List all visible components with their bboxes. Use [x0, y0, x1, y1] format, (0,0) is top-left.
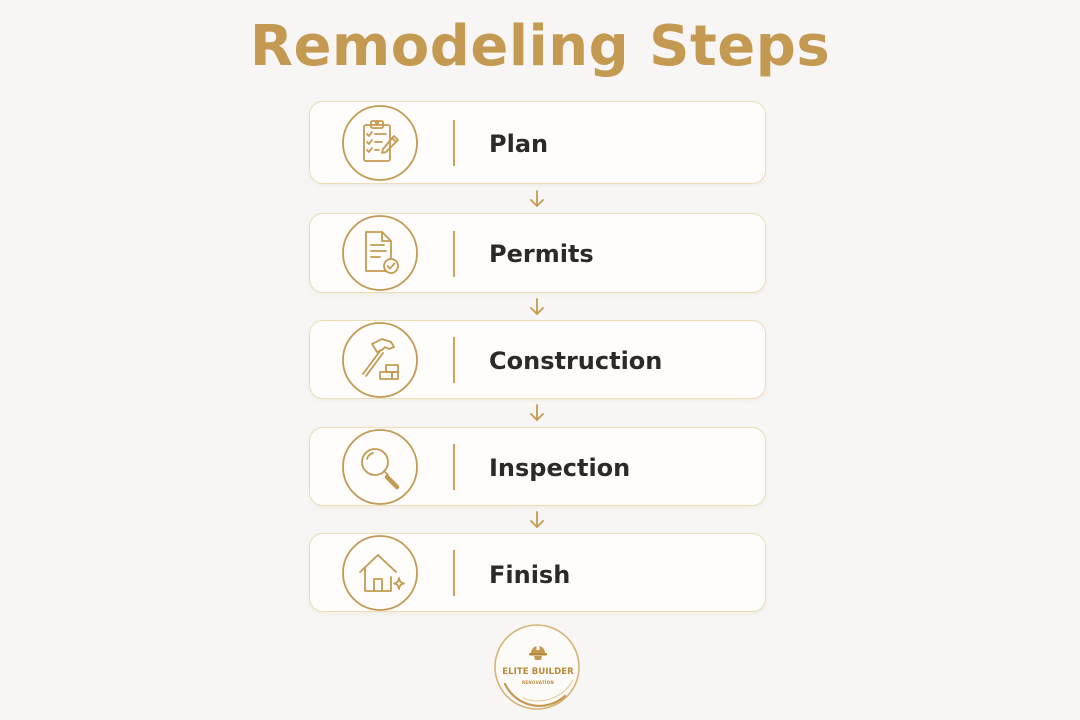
step-card-construction: Construction [309, 320, 766, 399]
step-card-inspection: Inspection [309, 427, 766, 506]
step-label-permits: Permits [489, 240, 594, 268]
arrow-down-icon [528, 403, 546, 423]
step-card-finish: Finish [309, 533, 766, 612]
step-label-construction: Construction [489, 347, 663, 375]
step-divider [453, 550, 455, 596]
step-divider [453, 120, 455, 166]
house-sparkle-icon [342, 535, 418, 611]
clipboard-checklist-icon [342, 105, 418, 181]
arrow-down-icon [528, 297, 546, 317]
arrow-down-icon [528, 510, 546, 530]
logo-name: ELITE BUILDER [502, 667, 574, 677]
step-label-plan: Plan [489, 130, 549, 158]
arrow-down-icon [528, 189, 546, 209]
step-divider [453, 337, 455, 383]
magnifying-glass-icon [342, 429, 418, 505]
step-card-plan: Plan [309, 101, 766, 184]
step-card-permits: Permits [309, 213, 766, 293]
hammer-bricks-icon [342, 322, 418, 398]
page-title: Remodeling Steps [249, 14, 831, 79]
brand-logo: ELITE BUILDER RENOVATION [493, 622, 583, 712]
step-divider [453, 231, 455, 277]
document-check-icon [342, 215, 418, 291]
step-divider [453, 444, 455, 490]
step-label-finish: Finish [489, 561, 571, 589]
hard-hat-icon [527, 640, 549, 662]
step-label-inspection: Inspection [489, 454, 631, 482]
logo-tagline: RENOVATION [521, 680, 555, 685]
